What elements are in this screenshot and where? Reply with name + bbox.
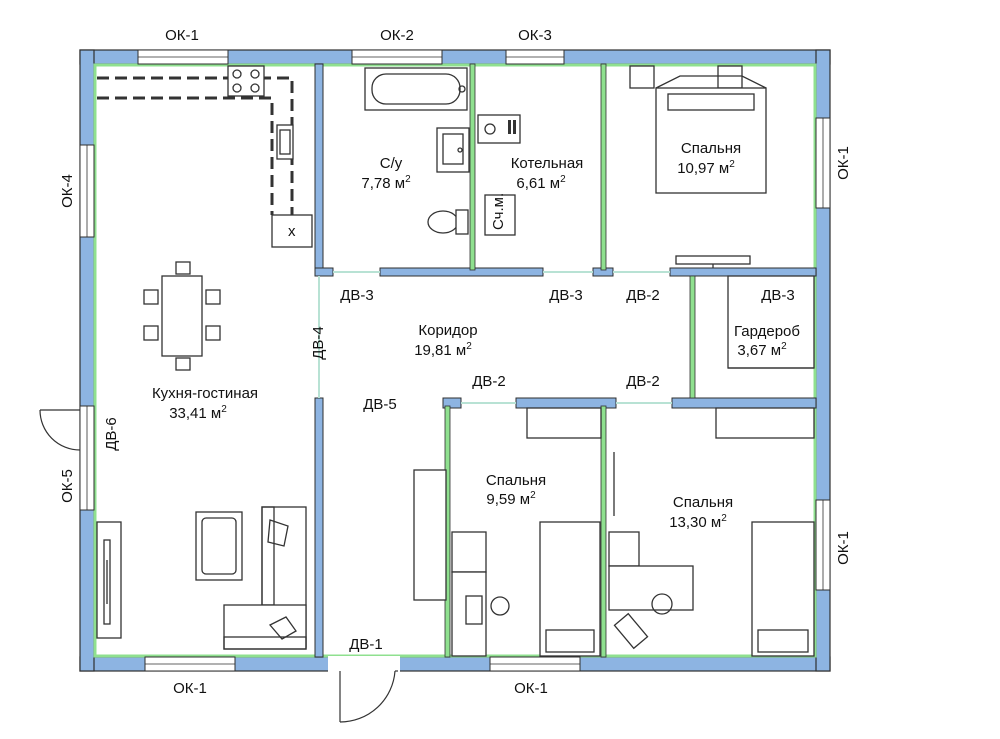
bedroom1-bed — [629, 65, 767, 194]
label-ok2-top: ОК-2 — [380, 27, 414, 44]
wall-bed1-bottom-right — [669, 267, 817, 277]
label-ok1-right-top: ОК-1 — [835, 146, 852, 180]
room-bedroom2-name: Спальня — [486, 472, 546, 489]
room-boiler-area: 6,61 м2 — [516, 174, 566, 192]
wall-bath-bottom-left — [314, 267, 334, 277]
dining-table — [143, 261, 221, 371]
toilet-icon — [427, 209, 469, 235]
interior-walls — [314, 63, 817, 658]
partition-boiler-bed1 — [600, 63, 607, 271]
entry-door-gap — [328, 656, 400, 672]
label-dv3-wardrobe: ДВ-3 — [761, 287, 795, 304]
label-dv6-side: ДВ-6 — [103, 417, 120, 451]
partition-wardrobe-left — [689, 275, 696, 399]
label-dv5: ДВ-5 — [363, 396, 397, 413]
stove-icon — [227, 65, 265, 97]
label-dv3-bath: ДВ-3 — [340, 287, 374, 304]
fridge-icon — [271, 214, 313, 248]
bedroom3-furniture — [608, 407, 815, 657]
label-ok4-left: ОК-4 — [59, 174, 76, 208]
room-bedroom1-name: Спальня — [681, 140, 741, 157]
room-labels: Кухня-гостиная 33,41 м2 С/у 7,78 м2 Коте… — [152, 140, 800, 531]
room-kitchen-name: Кухня-гостиная — [152, 385, 258, 402]
room-bedroom2-area: 9,59 м2 — [486, 490, 536, 508]
boiler-icon — [477, 114, 521, 144]
bedroom2-furniture — [413, 407, 602, 657]
room-bedroom3-area: 13,30 м2 — [669, 513, 727, 531]
kitchen-counter: x — [97, 65, 313, 248]
wall-bath-boiler-bottom — [379, 267, 544, 277]
label-dv1-entry: ДВ-1 — [349, 636, 383, 653]
label-ok1-top: ОК-1 — [165, 27, 199, 44]
wall-kitchen-corridor-lower — [314, 397, 324, 658]
room-bathroom-area: 7,78 м2 — [361, 174, 411, 192]
door-openings — [318, 271, 672, 404]
bathtub-icon — [364, 67, 468, 111]
room-kitchen-area: 33,41 м2 — [169, 404, 227, 422]
washbasin-icon — [436, 127, 470, 173]
label-dv2-bed3: ДВ-2 — [626, 373, 660, 390]
wall-bedrooms-top-right — [671, 397, 817, 409]
room-bedroom1-area: 10,97 м2 — [677, 159, 735, 177]
meter-cabinet: Сч.м. — [484, 193, 516, 236]
label-ok1-bottom-right: ОК-1 — [514, 680, 548, 697]
label-ok3-top: ОК-3 — [518, 27, 552, 44]
label-ok1-right-bottom: ОК-1 — [835, 531, 852, 565]
label-ok1-bottom-left: ОК-1 — [173, 680, 207, 697]
partition-bed2-bed3 — [600, 405, 607, 658]
coffee-table — [195, 511, 243, 581]
room-corridor-name: Коридор — [418, 322, 477, 339]
entry-door-swing — [339, 670, 398, 723]
window-glass-lines — [86, 56, 824, 665]
room-bathroom-name: С/у — [380, 155, 403, 172]
wardrobe-shelf — [727, 275, 815, 369]
room-wardrobe-area: 3,67 м2 — [737, 341, 787, 359]
meter-label: Сч.м. — [490, 193, 507, 230]
label-ok5-left: ОК-5 — [59, 469, 76, 503]
wall-left — [79, 49, 95, 672]
room-corridor-area: 19,81 м2 — [414, 341, 472, 359]
window-labels: ОК-1 ОК-2 ОК-3 ОК-4 ОК-5 ОК-1 ОК-1 ОК-1 … — [59, 27, 852, 697]
sink-icon — [276, 124, 294, 160]
sofa — [223, 506, 307, 650]
partition-bath-boiler — [469, 63, 476, 271]
label-dv2-bed1: ДВ-2 — [626, 287, 660, 304]
room-boiler-name: Котельная — [511, 155, 584, 172]
door-gaps — [328, 656, 400, 672]
label-dv3-boiler: ДВ-3 — [549, 287, 583, 304]
bedroom1-tv — [675, 255, 751, 268]
partitions — [444, 63, 696, 658]
door-labels: ДВ-3 ДВ-3 ДВ-2 ДВ-3 ДВ-4 ДВ-5 ДВ-2 ДВ-2 … — [103, 287, 795, 653]
tv-unit — [96, 521, 122, 639]
label-dv4-kitchen: ДВ-4 — [310, 326, 327, 360]
wall-kitchen-corridor-upper — [314, 63, 324, 277]
room-bedroom3-name: Спальня — [673, 494, 733, 511]
fridge-mark: x — [288, 223, 296, 240]
room-wardrobe-name: Гардероб — [734, 323, 800, 340]
label-dv2-bed2: ДВ-2 — [472, 373, 506, 390]
side-door-swing — [39, 409, 81, 451]
